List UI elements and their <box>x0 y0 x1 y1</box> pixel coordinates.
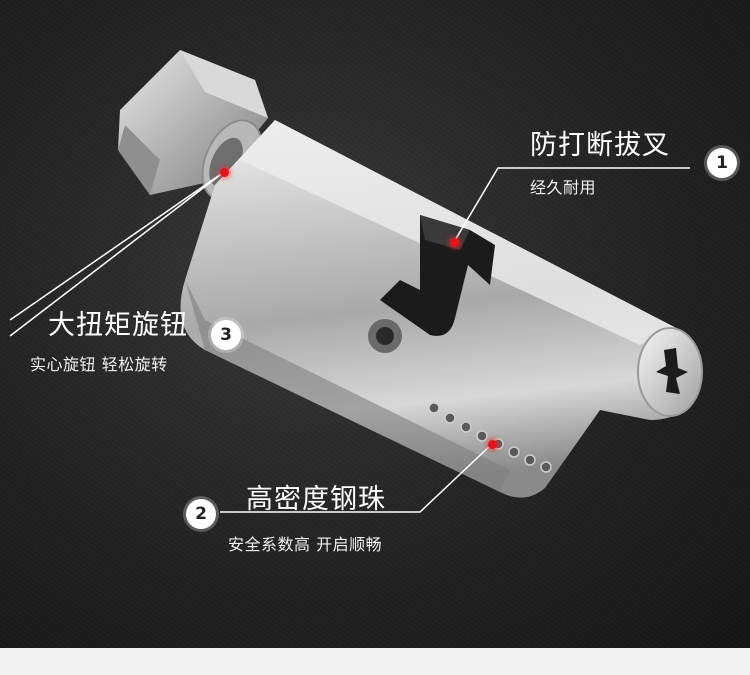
callout-3-sub: 实心旋钮 轻松旋转 <box>30 351 168 375</box>
bottom-strip <box>0 648 750 675</box>
marker-dot-knob <box>220 168 229 177</box>
marker-dot-pins <box>488 440 497 449</box>
marker-dot-cam <box>450 238 459 247</box>
callout-2: 高密度钢珠 <box>246 477 386 516</box>
callout-3: 大扭矩旋钮 <box>48 303 188 342</box>
callout-lines <box>9 167 690 513</box>
callout-2-subtitle: 安全系数高 开启顺畅 <box>228 535 383 554</box>
callout-1-badge: 1 <box>707 148 737 178</box>
callout-1-title: 防打断拔叉 <box>530 130 670 161</box>
callout-2-sub: 安全系数高 开启顺畅 <box>228 531 382 555</box>
pin-holes <box>428 402 552 473</box>
callout-3-subtitle: 实心旋钮 轻松旋转 <box>30 355 168 374</box>
callout-2-badge: 2 <box>186 499 216 529</box>
key-face <box>637 327 703 417</box>
callout-2-title: 高密度钢珠 <box>246 484 386 515</box>
callout-1-subtitle: 经久耐用 <box>530 178 597 197</box>
lock-cylinder-illustration <box>9 50 703 513</box>
callout-1-sub: 经久耐用 <box>530 174 596 198</box>
callout-3-title: 大扭矩旋钮 <box>48 310 188 341</box>
callout-3-badge: 3 <box>211 320 241 350</box>
product-photo-background: 防打断拔叉 经久耐用 1 高密度钢珠 安全系数高 开启顺畅 2 大扭矩旋钮 实心… <box>0 0 750 648</box>
callout-1: 防打断拔叉 <box>530 123 670 162</box>
